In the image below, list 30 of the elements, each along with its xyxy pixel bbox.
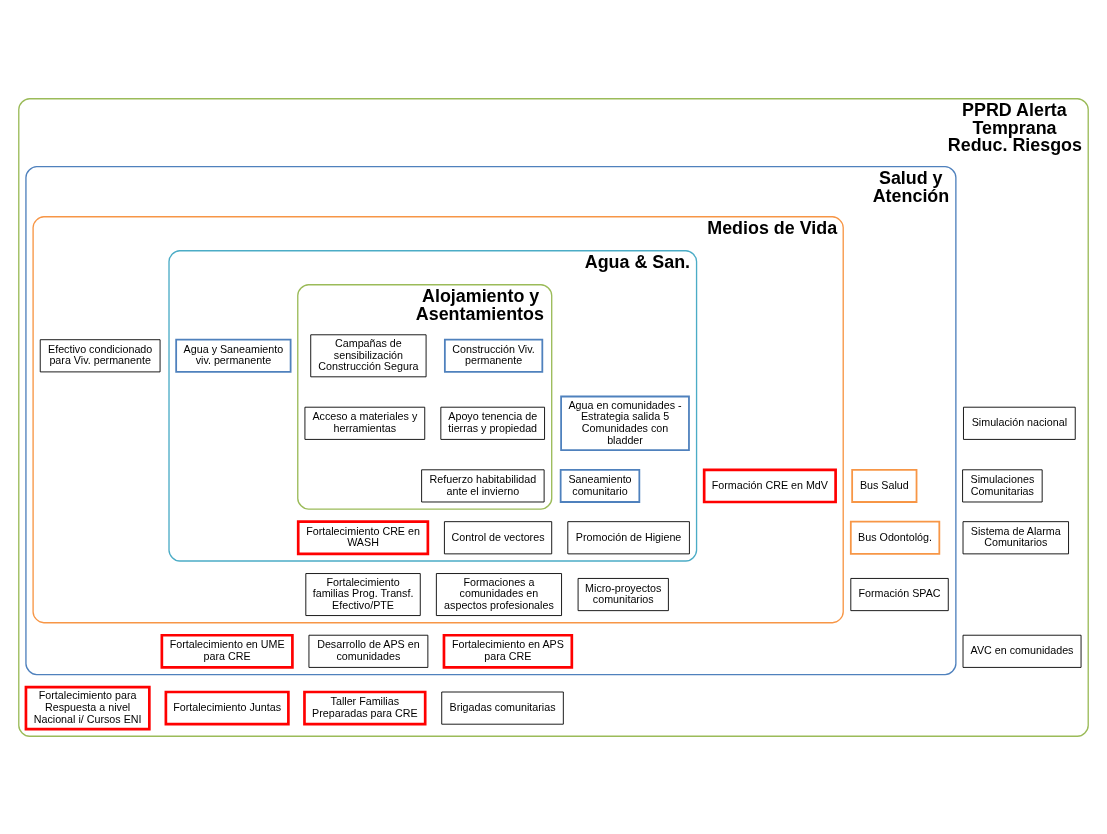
node-box: Refuerzo habitabilidad ante el invierno	[421, 468, 545, 502]
node-box: Desarrollo de APS en comunidades	[308, 634, 429, 668]
node-box: Acceso a materiales y herramientas	[304, 406, 426, 440]
node-box: Taller Familias Preparadas para CRE	[303, 690, 427, 726]
node-box: Sistema de Alarma Comunitarios	[962, 520, 1069, 554]
node-box: Control de vectores	[443, 520, 553, 554]
node-box: Agua y Saneamiento viv. permanente	[175, 338, 292, 373]
node-box: Fortalecimiento Juntas	[164, 690, 290, 726]
node-box: Bus Odontológ.	[849, 520, 941, 555]
node-box: Brigadas comunitarias	[441, 691, 564, 725]
node-box: Efectivo condicionado para Viv. permanente	[39, 338, 161, 372]
node-box: Bus Salud	[851, 468, 918, 503]
node-box: Fortalecimiento para Respuesta a nivel Nacional i/ Cursos ENI	[24, 685, 151, 730]
node-box: Fortalecimiento en UME para CRE	[160, 633, 294, 669]
node-box: Fortalecimiento familias Prog. Transf. Efectivo/PTE	[305, 572, 421, 616]
node-box: Apoyo tenencia de tierras y propiedad	[440, 406, 545, 440]
node-box: Saneamiento comunitario	[559, 468, 641, 503]
node-box: Simulaciones Comunitarias	[962, 468, 1043, 502]
node-box: Formaciones a comunidades en aspectos profesionales	[435, 572, 562, 616]
node-box: Agua en comunidades - Estrategia salida 5 Comunidades con bladder	[560, 395, 690, 451]
node-box: Formación SPAC	[850, 577, 949, 611]
node-box: Construcción Viv. permanente	[443, 338, 544, 373]
node-box: Promoción de Higiene	[567, 520, 690, 554]
node-box: Formación CRE en MdV	[702, 467, 837, 503]
node-box: Micro-proyectos comunitarios	[577, 577, 669, 611]
node-box: Fortalecimiento en APS para CRE	[442, 633, 574, 669]
node-box: AVC en comunidades	[962, 634, 1082, 668]
node-box: Simulación nacional	[963, 406, 1076, 440]
node-box: Campañas de sensibilización Construcción Segura	[310, 333, 427, 377]
node-box: Fortalecimiento CRE en WASH	[296, 519, 430, 555]
